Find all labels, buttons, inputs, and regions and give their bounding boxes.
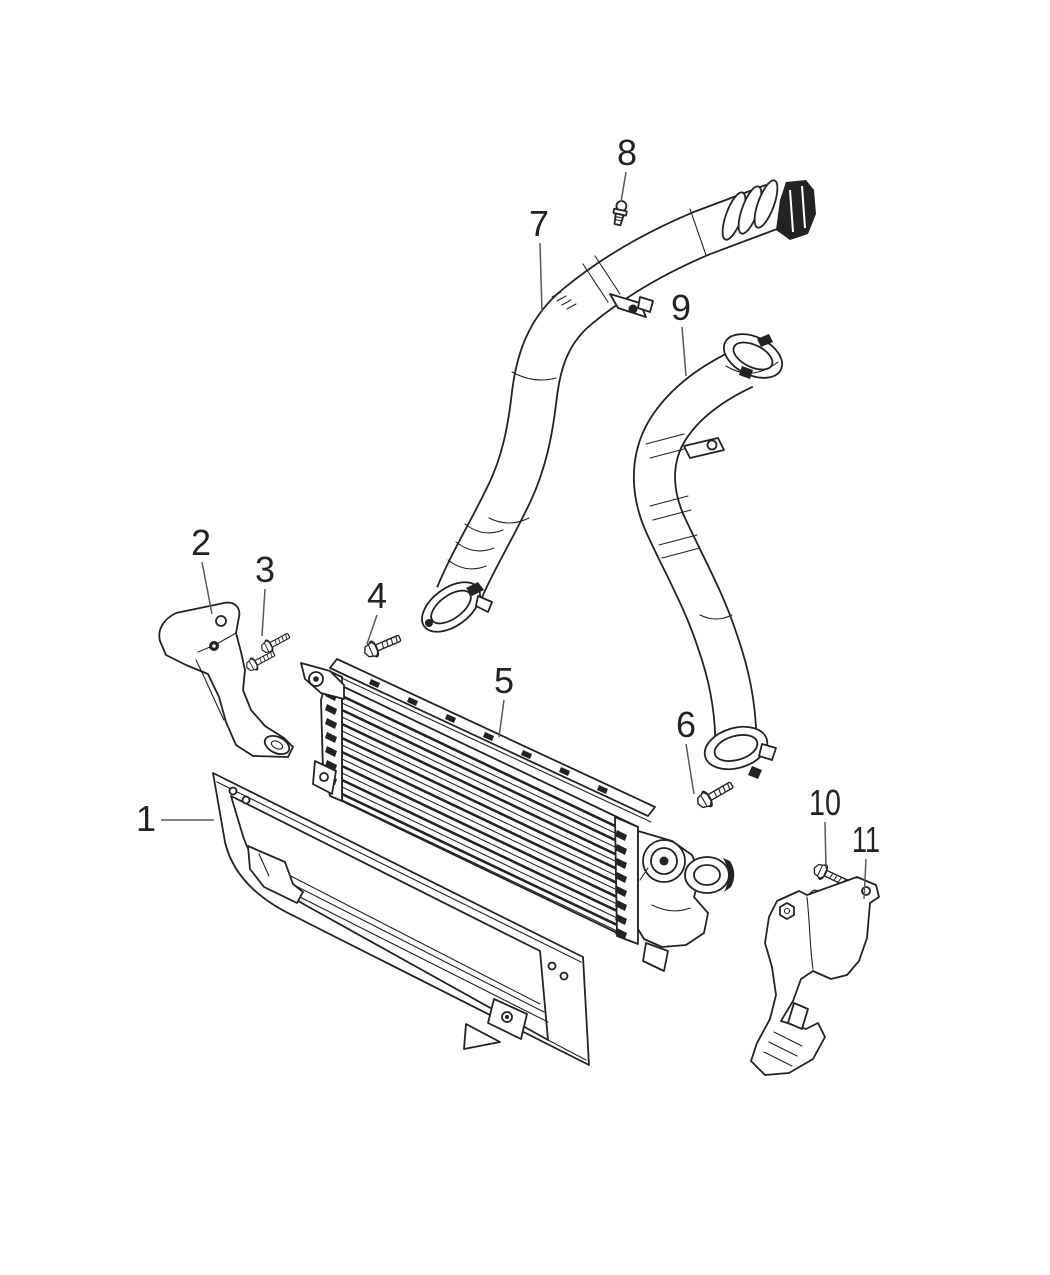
inlet-air-duct-hose: [633, 333, 783, 779]
right-mounting-bracket: [750, 876, 880, 1076]
charge-air-cooler: [300, 658, 735, 972]
left-mounting-bracket: [158, 601, 294, 758]
lower-seal-frame: [212, 772, 590, 1066]
callout-5-label: 5: [494, 660, 514, 701]
callout-layer: 1 2 3 4 5 6 7 8 9 10 11: [136, 132, 880, 900]
callout-10-leader: [824, 821, 827, 869]
bracket-screws: [243, 628, 293, 675]
callout-6-label: 6: [676, 704, 696, 745]
callout-11-label: 11: [852, 819, 880, 860]
callout-9-label: 9: [671, 287, 691, 328]
callout-10-label: 10: [809, 782, 841, 823]
outlet-air-duct-hose: [421, 179, 816, 633]
callout-2-leader: [201, 561, 213, 615]
callout-4-leader: [366, 614, 378, 645]
callout-7-leader: [539, 242, 543, 313]
retainer-screw: [612, 200, 628, 227]
callout-11-leader: [863, 858, 867, 900]
screw-3a: [258, 628, 293, 657]
right-mounting-bolt: [693, 776, 737, 813]
callout-4-label: 4: [367, 575, 387, 616]
callout-3-label: 3: [255, 549, 275, 590]
callout-3-leader: [261, 588, 266, 637]
callout-8-label: 8: [617, 132, 637, 173]
callout-8-leader: [620, 171, 627, 203]
left-mounting-bolt: [360, 629, 404, 662]
callout-1-label: 1: [136, 798, 156, 839]
callout-7-label: 7: [529, 203, 549, 244]
callout-5-leader: [498, 699, 505, 738]
screw-3b: [243, 646, 278, 675]
callout-9-leader: [681, 326, 687, 377]
callout-6-leader: [685, 743, 695, 795]
callout-2-label: 2: [191, 522, 211, 563]
